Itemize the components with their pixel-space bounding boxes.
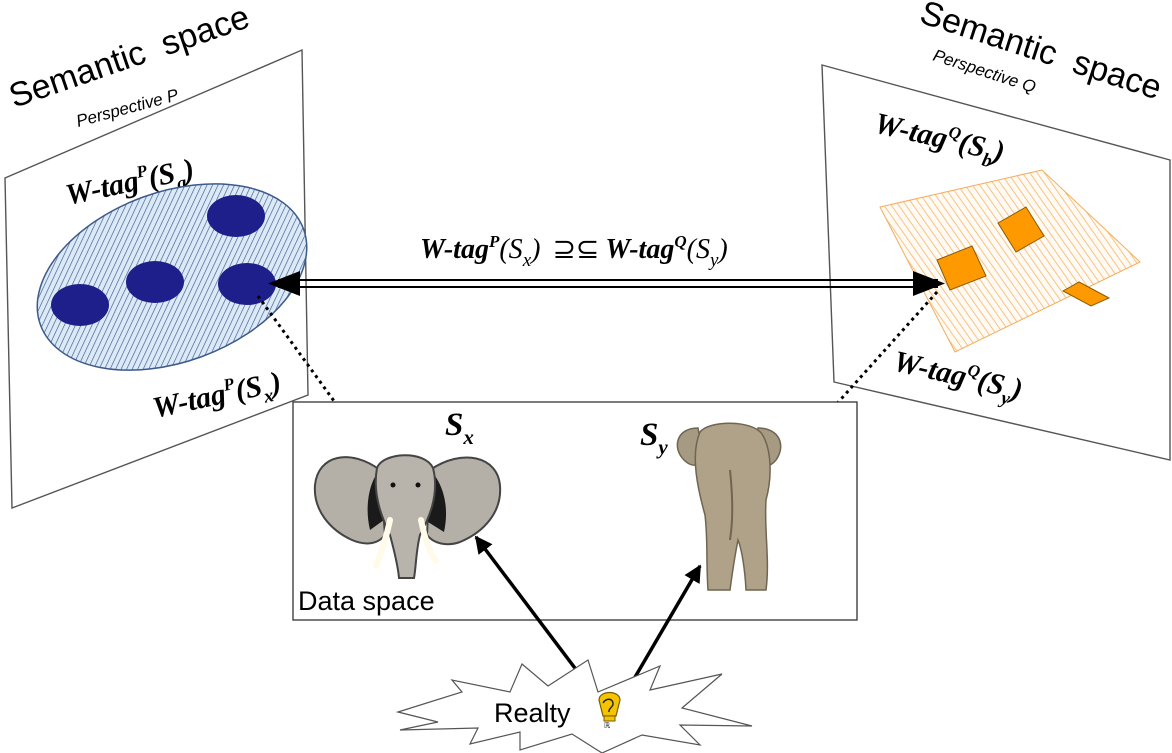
- left-dot-x: [218, 263, 276, 305]
- right-square-1: [997, 206, 1045, 253]
- elephant-front-icon: [313, 454, 502, 579]
- left-dot-3: [51, 284, 109, 326]
- relation-arrowhead-left: [268, 271, 300, 296]
- elephant-rear-icon: [676, 422, 782, 591]
- right-square-3: [1061, 281, 1111, 307]
- right-square-2: [936, 245, 987, 291]
- relation-arrowhead-right: [913, 271, 945, 296]
- relation-label: W-tagP(Sx)⊇⊆W-tagQ(Sy): [420, 232, 728, 271]
- left-dot-1: [207, 195, 265, 237]
- left-semantic-space: Semantic space Perspective P W-tagP(Sa) …: [4, 0, 309, 510]
- svg-text:ℝ: ℝ: [604, 721, 610, 730]
- reality-arrow-to-y: [622, 564, 702, 697]
- data-space: Data space Sx Sy: [292, 401, 858, 621]
- object-x-label: Sx: [445, 407, 474, 449]
- reality-label: Realty: [494, 698, 571, 728]
- light-bulb-icon: ℝ: [598, 691, 621, 730]
- reality: Realty ℝ: [395, 659, 753, 753]
- object-y-label: Sy: [640, 417, 668, 459]
- data-space-label: Data space: [298, 586, 435, 616]
- reality-starburst: [395, 659, 753, 753]
- left-dot-2: [126, 261, 184, 303]
- right-set-plane: [879, 169, 1141, 353]
- center-relation: W-tagP(Sx)⊇⊆W-tagQ(Sy): [268, 232, 945, 296]
- right-semantic-space: Semantic space Perspective Q W-tagQ(Sb) …: [821, 0, 1171, 461]
